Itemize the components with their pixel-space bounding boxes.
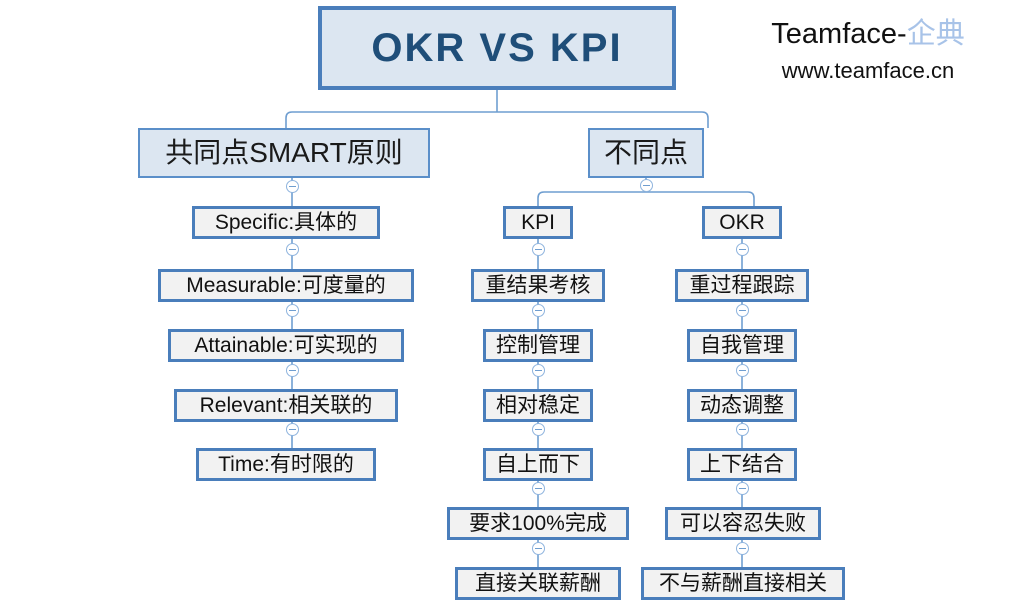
smart-item-relevant-label: Relevant:相关联的	[199, 394, 373, 417]
okr-item-2[interactable]: 动态调整	[687, 389, 797, 422]
kpi-column-header[interactable]: KPI	[503, 206, 573, 239]
collapse-marker-kpi-3[interactable]	[532, 423, 545, 436]
kpi-item-4-label: 要求100%完成	[469, 512, 607, 535]
smart-item-specific[interactable]: Specific:具体的	[192, 206, 380, 239]
smart-item-specific-label: Specific:具体的	[214, 211, 358, 234]
kpi-item-0-label: 重结果考核	[485, 274, 591, 297]
brand-logo: Teamface-企典 www.teamface.cn	[733, 10, 1003, 84]
category-different-label: 不同点	[603, 137, 688, 168]
brand-name-en: Teamface-	[771, 18, 907, 50]
smart-item-measurable[interactable]: Measurable:可度量的	[158, 269, 414, 302]
collapse-marker-kpi-0[interactable]	[532, 243, 545, 256]
okr-item-3[interactable]: 上下结合	[687, 448, 797, 481]
okr-item-0[interactable]: 重过程跟踪	[675, 269, 809, 302]
okr-item-4[interactable]: 可以容忍失败	[665, 507, 821, 540]
kpi-item-3-label: 自上而下	[496, 453, 580, 476]
collapse-marker-okr-3[interactable]	[736, 423, 749, 436]
smart-item-measurable-label: Measurable:可度量的	[186, 274, 386, 297]
collapse-marker-okr-4[interactable]	[736, 482, 749, 495]
kpi-item-0[interactable]: 重结果考核	[471, 269, 605, 302]
collapse-marker-kpi-1[interactable]	[532, 304, 545, 317]
collapse-marker-okr-1[interactable]	[736, 304, 749, 317]
collapse-marker-kpi-5[interactable]	[532, 542, 545, 555]
collapse-marker-okr-5[interactable]	[736, 542, 749, 555]
collapse-marker-okr-0[interactable]	[736, 243, 749, 256]
collapse-marker-okr-2[interactable]	[736, 364, 749, 377]
category-different[interactable]: 不同点	[588, 128, 704, 178]
collapse-marker-smart-2[interactable]	[286, 364, 299, 377]
smart-item-relevant[interactable]: Relevant:相关联的	[174, 389, 398, 422]
collapse-marker-smart-0[interactable]	[286, 243, 299, 256]
brand-name: Teamface-企典	[733, 10, 1003, 52]
kpi-item-1-label: 控制管理	[496, 334, 580, 357]
collapse-marker-smart-3[interactable]	[286, 423, 299, 436]
kpi-column-header-label: KPI	[521, 211, 555, 234]
collapse-marker-common[interactable]	[286, 180, 299, 193]
okr-item-4-label: 可以容忍失败	[680, 512, 806, 535]
smart-item-time[interactable]: Time:有时限的	[196, 448, 376, 481]
okr-column-header[interactable]: OKR	[702, 206, 782, 239]
okr-item-1-label: 自我管理	[700, 334, 784, 357]
kpi-item-2-label: 相对稳定	[496, 394, 580, 417]
okr-item-1[interactable]: 自我管理	[687, 329, 797, 362]
okr-item-5[interactable]: 不与薪酬直接相关	[641, 567, 845, 600]
smart-item-attainable[interactable]: Attainable:可实现的	[168, 329, 404, 362]
brand-website: www.teamface.cn	[781, 58, 955, 83]
okr-item-3-label: 上下结合	[700, 453, 784, 476]
root-label: OKR VS KPI	[371, 26, 623, 70]
kpi-item-5-label: 直接关联薪酬	[475, 572, 601, 595]
okr-item-0-label: 重过程跟踪	[689, 274, 795, 297]
category-common-label: 共同点SMART原则	[165, 137, 403, 168]
smart-item-time-label: Time:有时限的	[218, 453, 354, 476]
kpi-item-2[interactable]: 相对稳定	[483, 389, 593, 422]
diagram-root-title[interactable]: OKR VS KPI	[318, 6, 676, 90]
smart-item-attainable-label: Attainable:可实现的	[194, 334, 378, 357]
collapse-marker-different[interactable]	[640, 179, 653, 192]
kpi-item-5[interactable]: 直接关联薪酬	[455, 567, 621, 600]
kpi-item-4[interactable]: 要求100%完成	[447, 507, 629, 540]
okr-column-header-label: OKR	[719, 211, 765, 234]
collapse-marker-kpi-2[interactable]	[532, 364, 545, 377]
kpi-item-3[interactable]: 自上而下	[483, 448, 593, 481]
brand-name-cn: 企典	[906, 18, 965, 50]
kpi-item-1[interactable]: 控制管理	[483, 329, 593, 362]
okr-item-5-label: 不与薪酬直接相关	[659, 572, 827, 595]
category-common[interactable]: 共同点SMART原则	[138, 128, 430, 178]
okr-item-2-label: 动态调整	[700, 394, 784, 417]
collapse-marker-kpi-4[interactable]	[532, 482, 545, 495]
collapse-marker-smart-1[interactable]	[286, 304, 299, 317]
